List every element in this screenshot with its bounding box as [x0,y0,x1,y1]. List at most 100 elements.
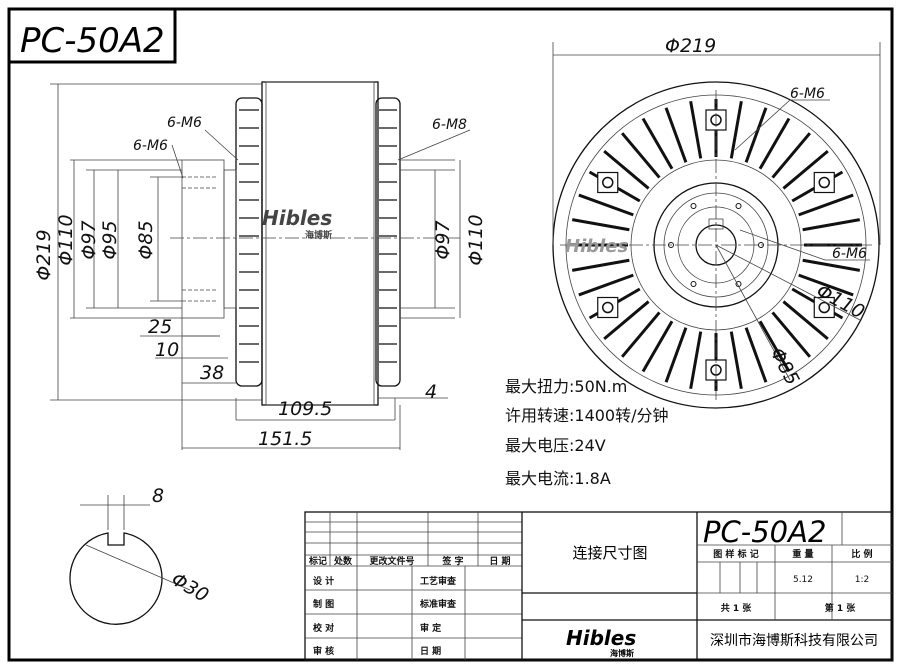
spoke [621,311,661,358]
spoke [571,258,630,272]
revision-header: 日 期 [489,555,510,567]
spec-current: 最大电流:1.8A [505,469,611,488]
watermark-logo: Hibles [262,206,332,230]
drawing-name: 连接尺寸图 [572,544,647,562]
dim-95: Φ95 [99,220,121,259]
header-drawing-mark: 图 样 标 记 [713,548,758,560]
bolt-boss [813,296,835,319]
row-label: 制 图 [313,598,334,610]
spoke [689,331,703,390]
thread-label: 6-M6 [133,138,168,154]
spoke [578,273,634,297]
bolt-icon [818,301,831,314]
dim-219: Φ219 [33,229,55,280]
spoke [798,273,854,297]
spoke [571,218,630,232]
model-label-box [9,9,177,64]
spoke [664,107,688,163]
revision-header: 签 字 [441,555,463,567]
header-scale: 比 例 [851,548,872,560]
weight-value: 5.12 [793,575,813,585]
bolt-icon [601,301,614,314]
spoke [758,320,791,373]
spoke [782,150,829,190]
hole-icon [690,280,697,287]
thread-label: 6-M8 [432,117,467,133]
dim-front-85: Φ85 [766,344,804,389]
dim-110: Φ110 [55,214,77,265]
spoke [758,117,791,170]
dim-151-5: 151.5 [258,428,312,450]
fin-pack-outline [235,97,263,387]
spoke [802,218,861,232]
spoke [603,150,650,190]
spoke [729,100,743,159]
title-model: PC-50A2 [703,515,826,549]
bolt-boss [597,171,619,194]
row-label: 校 对 [313,622,334,634]
hole-icon [690,203,697,210]
thread-label-top: 6-M6 [790,86,825,102]
thread-label: 6-M6 [167,115,202,131]
header-weight: 重 量 [792,548,813,560]
hole-icon [735,203,742,210]
row-label: 审 定 [420,622,442,634]
dim-10: 10 [155,339,179,361]
dim-front-219: Φ219 [665,35,716,57]
spec-torque: 最大扭力:50N.m [505,377,627,396]
bolt-boss [813,171,835,194]
total-sheets: 共 1 张 [721,602,753,614]
row-label: 审 核 [313,645,334,657]
row-label: 标准审查 [419,598,457,610]
spoke [621,132,661,179]
company-logo: Hibles [566,626,636,650]
left-flange [181,159,225,319]
keyway-dia: Φ30 [168,568,213,607]
revision-header: 处数 [333,555,353,567]
dim-25: 25 [148,316,172,338]
dim-97: Φ97 [78,220,100,259]
spoke [664,327,688,383]
spoke [744,107,768,163]
fin-pack-outline [375,97,401,387]
title-block: 标记处数更改文件号签 字日 期 设 计 制 图 校 对 审 核 工艺审查 标准审… [304,511,893,661]
dim-right-110: Φ110 [465,214,487,265]
hole-icon [668,242,674,248]
right-fin-pack [375,97,401,387]
scale-value: 1:2 [855,575,869,585]
spoke [771,132,811,179]
dim-4: 4 [425,381,437,403]
spoke [798,193,854,217]
spoke [689,100,703,159]
dim-right-97: Φ97 [432,220,454,259]
bolt-icon [818,176,831,189]
spoke [744,327,768,383]
spec-speed: 许用转速:1400转/分钟 [505,406,669,425]
keyway-detail: 8 Φ30 [69,485,213,625]
spoke [578,193,634,217]
side-view: Φ219 Φ110 Φ97 Φ95 Φ85 Φ97 Φ110 6-M6 6-M6… [33,81,487,450]
dim-85: Φ85 [135,220,157,259]
company-name: 深圳市海博斯科技有限公司 [710,632,878,649]
model-label: PC-50A2 [20,21,165,61]
revision-header: 标记 [308,555,327,567]
spoke [771,311,811,358]
body-outline [261,81,379,406]
thread-label-right: 6-M6 [832,246,867,262]
bolt-boss [597,296,619,319]
keyway-width: 8 [152,485,164,507]
row-label: 工艺审查 [420,575,457,587]
row-label: 设 计 [313,575,334,587]
bolt-icon [601,176,614,189]
spoke [641,117,674,170]
sheet-number: 第 1 张 [825,602,857,614]
revision-header: 更改文件号 [369,555,414,567]
left-fin-pack [235,97,263,387]
watermark-logo-sub: 海博斯 [305,229,332,241]
watermark-logo: Hibles [565,236,628,257]
spoke [802,258,861,272]
front-view: Φ219 6-M6 6-M6 Φ110 Φ85 Hibles [552,35,881,409]
spec-voltage: 最大电压:24V [505,436,606,455]
row-label: 日 期 [420,645,441,657]
